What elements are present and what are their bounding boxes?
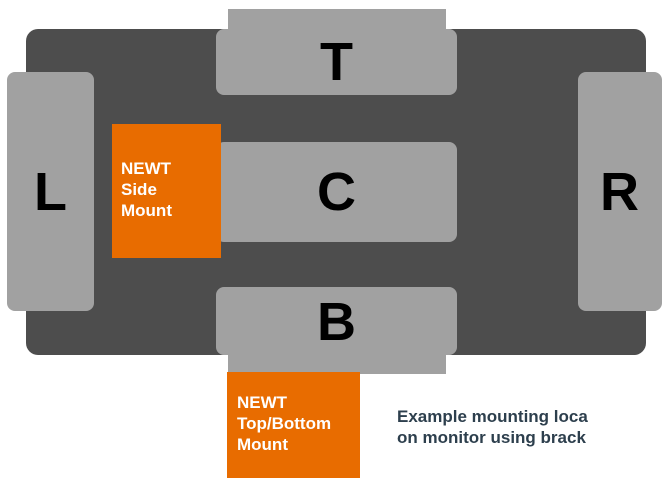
side-mount-line3: Mount bbox=[121, 201, 172, 220]
tb-mount-line1: NEWT bbox=[237, 393, 288, 412]
top-position-block: T bbox=[216, 29, 457, 95]
bottom-position-label: B bbox=[317, 292, 356, 352]
side-mount-line2: Side bbox=[121, 180, 157, 199]
right-position-label: R bbox=[600, 161, 639, 222]
caption-line1: Example mounting loca bbox=[397, 407, 588, 426]
diagram-caption: Example mounting loca on monitor using b… bbox=[397, 406, 588, 448]
right-position-block: R bbox=[578, 72, 662, 311]
newt-top-bottom-mount-box: NEWT Top/Bottom Mount bbox=[227, 372, 360, 478]
center-position-label: C bbox=[317, 162, 356, 222]
tb-mount-line2: Top/Bottom bbox=[237, 414, 332, 433]
center-position-block: C bbox=[216, 142, 457, 242]
side-mount-line1: NEWT bbox=[121, 159, 172, 178]
top-position-label: T bbox=[320, 32, 353, 92]
caption-line2: on monitor using brack bbox=[397, 428, 586, 447]
newt-side-mount-box: NEWT Side Mount bbox=[112, 124, 221, 258]
left-position-block: L bbox=[7, 72, 94, 311]
tb-mount-line3: Mount bbox=[237, 435, 288, 454]
bottom-position-block: B bbox=[216, 287, 457, 355]
left-position-label: L bbox=[34, 161, 67, 222]
